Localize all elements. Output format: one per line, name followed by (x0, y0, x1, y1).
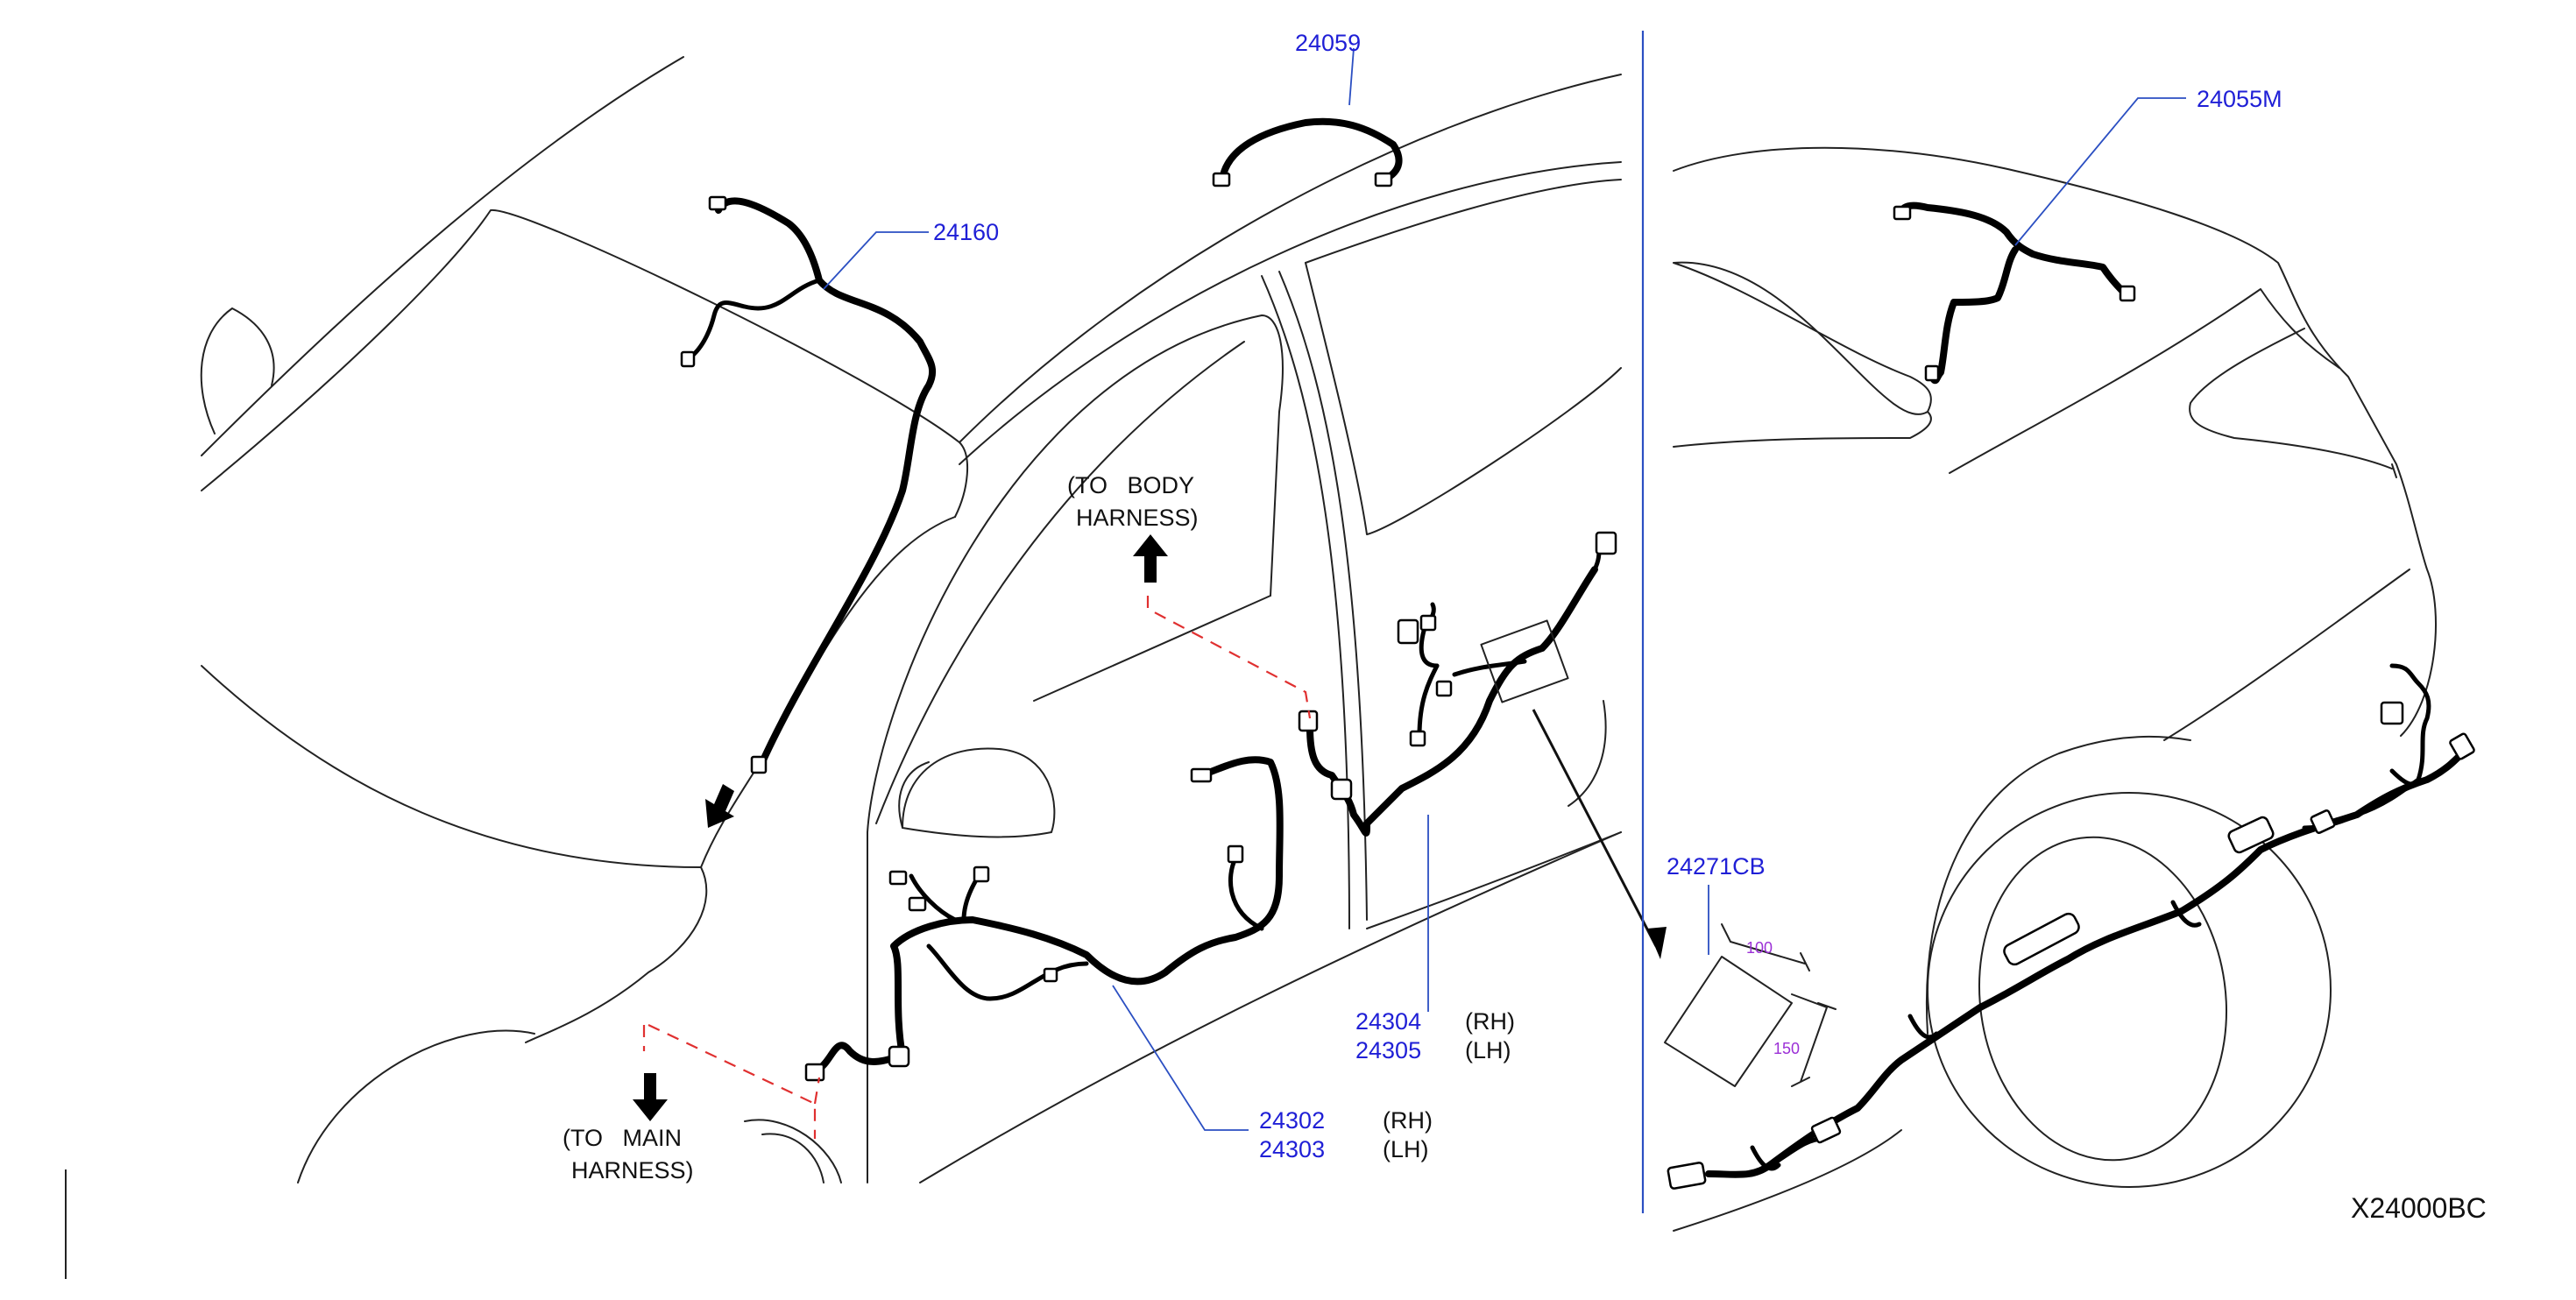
side-lh-24305: (LH) (1465, 1037, 1511, 1063)
diagram-code: X24000BC (2351, 1192, 2487, 1224)
car-body-outline-right (1673, 146, 2437, 1232)
part-number-24302: 24302 (1259, 1107, 1325, 1134)
side-rh-24304: (RH) (1465, 1008, 1515, 1035)
part-number-24305: 24305 (1355, 1037, 1421, 1063)
pointer-arrow (1532, 709, 1658, 947)
note-to-main-line1: (TO MAIN (563, 1125, 682, 1151)
note-to-body-line1: (TO BODY (1067, 472, 1194, 498)
part-number-24059: 24059 (1295, 30, 1361, 56)
route-to-main (642, 1024, 821, 1139)
route-to-body (1146, 596, 1312, 719)
side-lh-24303: (LH) (1383, 1136, 1429, 1162)
harness-24304 (1298, 531, 1617, 837)
dimension-100: 100 (1746, 939, 1773, 957)
side-rh-24302: (RH) (1383, 1107, 1433, 1134)
harness-24160 (680, 195, 937, 774)
pad-detail (1664, 923, 1836, 1087)
harness-24059 (1212, 117, 1403, 187)
arrow-to-body-harness (1133, 534, 1168, 583)
part-number-24304: 24304 (1355, 1008, 1421, 1035)
part-number-24303: 24303 (1259, 1136, 1325, 1162)
harness-24055m (1893, 201, 2136, 385)
harness-24302 (804, 756, 1284, 1082)
part-number-24055m: 24055M (2197, 86, 2282, 112)
note-to-body-line2: HARNESS) (1076, 505, 1199, 531)
arrow-to-main-harness (633, 1073, 668, 1121)
part-number-24271cb: 24271CB (1667, 853, 1766, 880)
part-number-24160: 24160 (933, 219, 999, 245)
arrow-down-left (705, 784, 734, 828)
harness-24271cb (1667, 663, 2475, 1190)
note-to-main-line2: HARNESS) (571, 1157, 694, 1183)
dimension-150: 150 (1773, 1040, 1800, 1057)
